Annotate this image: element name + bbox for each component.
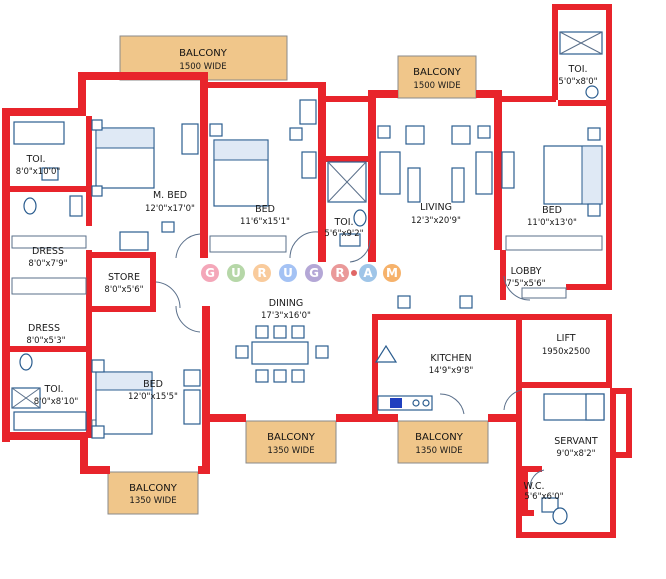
bed-right-dim: 11'0"x13'0" — [527, 218, 577, 228]
store-dim: 8'0"x5'6" — [104, 285, 143, 295]
watermark-dot — [351, 270, 357, 276]
doors — [155, 231, 545, 489]
watermark-letter-bg-1 — [227, 264, 245, 282]
toi-left-name: TOI. — [25, 154, 45, 165]
watermark-letter-7: M — [386, 266, 398, 280]
watermark-letter-4: G — [309, 266, 319, 280]
walls — [2, 4, 632, 538]
balcony-top-mid-dim: 1500 WIDE — [413, 81, 460, 91]
balcony-top-left-dim: 1500 WIDE — [179, 62, 226, 72]
dress-top-name: DRESS — [32, 246, 64, 257]
balcony-bottom-kitchen-dim: 1350 WIDE — [415, 446, 462, 456]
balcony-top-mid — [397, 55, 477, 99]
m-bed-name: M. BED — [153, 190, 187, 201]
bed-bottom-name: BED — [143, 379, 163, 390]
balcony-bottom-mid-name: BALCONY — [267, 432, 316, 443]
toi-bottom-left-dim: 8'0"x8'10" — [34, 397, 79, 407]
dining-name: DINING — [269, 298, 304, 309]
balcony-bottom-left-name: BALCONY — [129, 483, 178, 494]
lift-dim: 1950x2500 — [542, 347, 590, 357]
room-labels: BALCONY 1500 WIDE BALCONY 1500 WIDE TOI.… — [16, 48, 598, 506]
toi-left-dim: 8'0"x10'0" — [16, 167, 61, 177]
watermark-letter-bg-6 — [359, 264, 377, 282]
servant-name: SERVANT — [554, 436, 598, 447]
watermark-letter-bg-2 — [253, 264, 271, 282]
store-name: STORE — [108, 272, 140, 283]
watermark-letter-3: U — [283, 266, 293, 280]
balcony-bottom-left-dim: 1350 WIDE — [129, 496, 176, 506]
watermark-letter-bg-3 — [279, 264, 297, 282]
kitchen-dim: 14'9"x9'8" — [429, 366, 474, 376]
watermark-letter-5: R — [335, 266, 344, 280]
toi-bottom-left-name: TOI. — [43, 384, 63, 395]
balcony-bottom-left — [107, 471, 199, 515]
bed-center-dim: 11'6"x15'1" — [240, 217, 290, 227]
watermark-letter-bg-4 — [305, 264, 323, 282]
furniture — [11, 31, 605, 525]
living-dim: 12'3"x20'9" — [411, 216, 461, 226]
watermark-letter-bg-5 — [331, 264, 349, 282]
balcony-bottom-mid — [245, 420, 337, 464]
bed-right-name: BED — [542, 205, 562, 216]
watermark: G U R U G R A M — [201, 264, 401, 282]
dress-bottom-name: DRESS — [28, 323, 60, 334]
toi-center-dim: 5'6"x9'2" — [324, 229, 363, 239]
watermark-letter-bg-0 — [201, 264, 219, 282]
watermark-letter-6: A — [363, 266, 373, 280]
toi-center-name: TOI. — [333, 217, 353, 228]
bed-center-name: BED — [255, 204, 275, 215]
watermark-letter-2: R — [257, 266, 266, 280]
bed-bottom-dim: 12'0"x15'5" — [128, 392, 178, 402]
toi-top-right-dim: 5'0"x8'0" — [558, 77, 597, 87]
balcony-top-mid-name: BALCONY — [413, 67, 462, 78]
lobby-name: LOBBY — [511, 266, 542, 277]
watermark-letter-bg-7 — [383, 264, 401, 282]
kitchen-name: KITCHEN — [430, 353, 471, 364]
lift-name: LIFT — [556, 333, 575, 344]
m-bed-dim: 12'0"x17'0" — [145, 204, 195, 214]
lobby-dim: 7'5"x5'6" — [506, 279, 545, 289]
windows — [11, 235, 603, 435]
balcony-bottom-kitchen — [397, 420, 489, 464]
toi-top-right-name: TOI. — [567, 64, 587, 75]
dining-dim: 17'3"x16'0" — [261, 311, 311, 321]
dress-bottom-dim: 8'0"x5'3" — [26, 336, 65, 346]
wc-dim: 5'6"x6'0" — [524, 492, 563, 502]
balcony-bottom-mid-dim: 1350 WIDE — [267, 446, 314, 456]
wc-name: W.C. — [524, 481, 545, 492]
watermark-letter-1: U — [231, 266, 241, 280]
servant-dim: 9'0"x8'2" — [556, 449, 595, 459]
living-name: LIVING — [420, 202, 452, 213]
balcony-top-left-name: BALCONY — [179, 48, 228, 59]
dress-top-dim: 8'0"x7'9" — [28, 259, 67, 269]
watermark-letter-0: G — [205, 266, 215, 280]
balcony-bottom-kitchen-name: BALCONY — [415, 432, 464, 443]
